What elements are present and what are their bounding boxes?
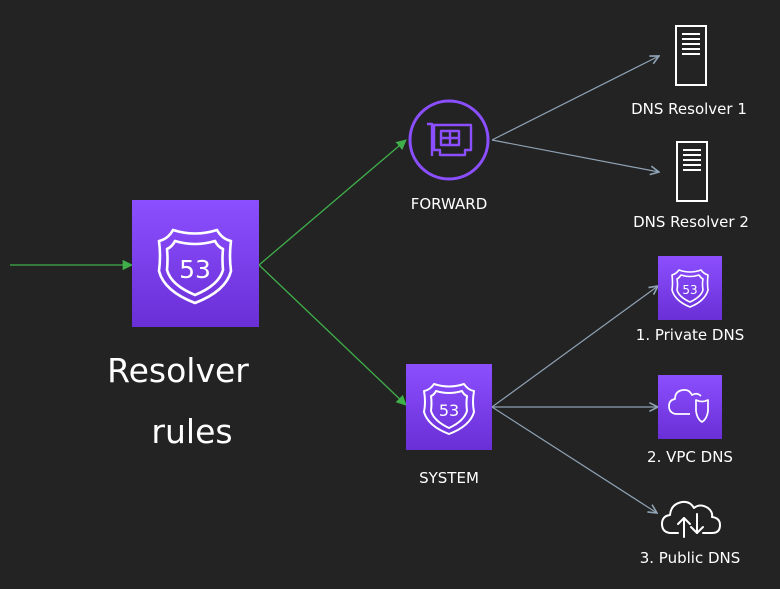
private-dns-shield-icon — [671, 269, 709, 308]
cloud-upload-download-icon — [661, 500, 721, 538]
vpc-dns-node — [658, 375, 722, 439]
system-shield-icon — [423, 383, 475, 435]
arrow-to-dns-resolver-2 — [491, 139, 659, 172]
dns-resolver-2-label: DNS Resolver 2 — [633, 213, 749, 231]
network-card-icon — [427, 122, 473, 157]
vpc-dns-tile — [658, 375, 722, 439]
arrow-to-private-dns — [491, 286, 658, 408]
main-route53-node: 53 — [132, 200, 259, 327]
private-dns-node: 53 — [658, 256, 722, 320]
arrow-to-dns-resolver-1 — [491, 56, 659, 141]
arrow-to-forward — [258, 139, 407, 266]
private-dns-tile — [658, 256, 722, 320]
forward-node — [408, 99, 490, 181]
route53-shield-icon — [157, 228, 233, 305]
system-number: 53 — [439, 401, 459, 420]
server-icon — [675, 25, 707, 86]
system-tile — [406, 364, 492, 450]
forward-label: FORWARD — [411, 195, 488, 213]
cloud-shield-icon — [668, 389, 709, 423]
private-dns-label: 1. Private DNS — [636, 326, 744, 344]
resolver-rules-label-line1: Resolver — [107, 351, 249, 390]
server-icon — [676, 141, 708, 202]
private-dns-number: 53 — [682, 283, 697, 297]
route53-number: 53 — [179, 255, 211, 284]
arrow-to-public-dns — [491, 406, 657, 513]
system-node: 53 — [406, 364, 492, 450]
vpc-dns-label: 2. VPC DNS — [647, 448, 733, 466]
resolver-rules-label-line2: rules — [151, 412, 232, 451]
route53-tile — [132, 200, 259, 327]
connectors — [10, 56, 659, 513]
forward-circle — [408, 99, 490, 181]
public-dns-label: 3. Public DNS — [640, 549, 741, 567]
dns-resolver-1-label: DNS Resolver 1 — [631, 100, 747, 118]
arrow-to-system — [258, 264, 407, 406]
system-label: SYSTEM — [419, 469, 479, 487]
